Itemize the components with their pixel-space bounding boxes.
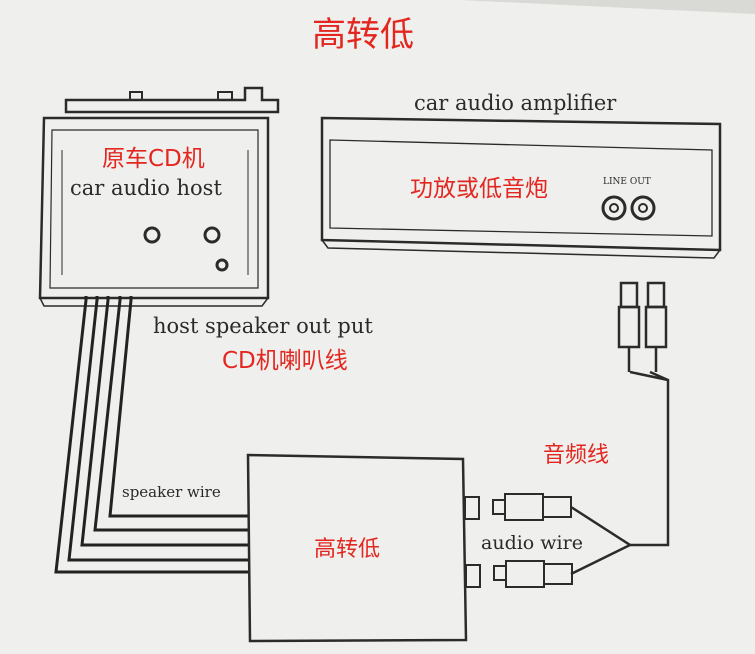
car-audio-amplifier-unit	[320, 116, 722, 259]
host-speaker-output-label-en: host speaker out put	[153, 314, 373, 338]
audio-wire-label-en: audio wire	[481, 532, 583, 554]
speaker-wire-bundle	[54, 296, 248, 574]
host-label-cn: 原车CD机	[102, 146, 205, 172]
converter-rca-plugs	[492, 493, 573, 588]
audio-wire-cable	[570, 281, 670, 576]
host-label-en: car audio host	[70, 176, 222, 200]
car-audio-host-unit	[38, 86, 280, 307]
speaker-wire-label: speaker wire	[122, 483, 221, 501]
amplifier-label-en: car audio amplifier	[414, 91, 617, 115]
audio-wire-label-cn: 音频线	[543, 443, 609, 468]
host-speaker-output-label-cn: CD机喇叭线	[222, 348, 348, 374]
paper-edge	[460, 0, 755, 14]
amplifier-label-cn: 功放或低音炮	[410, 176, 548, 202]
converter-box	[246, 453, 481, 643]
converter-label-cn: 高转低	[314, 537, 380, 562]
diagram-title: 高转低	[312, 15, 414, 55]
line-out-label: LINE OUT	[603, 177, 651, 187]
